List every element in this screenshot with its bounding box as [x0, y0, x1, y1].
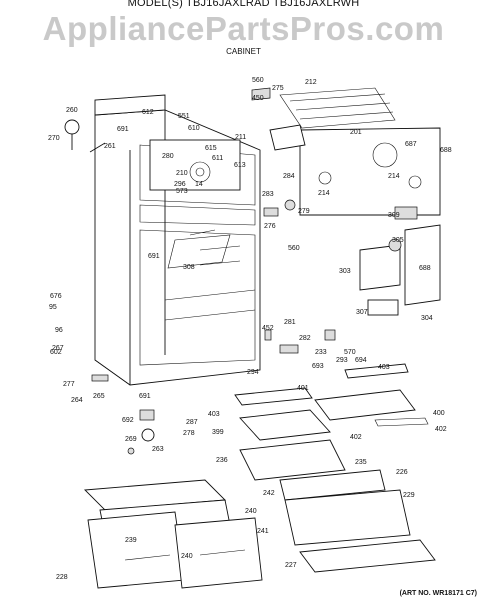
part-label-51: 693 [312, 363, 324, 370]
crisper-section [83, 479, 263, 589]
part-label-52: 294 [247, 369, 259, 376]
part-label-63: 692 [122, 417, 134, 424]
part-label-16: 14 [195, 181, 203, 188]
part-260 [64, 119, 80, 150]
part-label-38: 96 [55, 327, 63, 334]
part-label-8: 691 [117, 126, 129, 133]
part-label-61: 399 [212, 429, 224, 436]
part-label-46: 307 [356, 309, 368, 316]
part-label-64: 278 [183, 430, 195, 437]
part-label-10: 261 [104, 143, 116, 150]
part-label-2: 212 [305, 79, 317, 86]
part-label-4: 260 [66, 107, 78, 114]
part-label-45: 570 [344, 349, 356, 356]
part-label-26: 279 [298, 208, 310, 215]
part-label-76: 240 [181, 553, 193, 560]
panel-201 [299, 127, 441, 220]
part-label-42: 452 [262, 325, 274, 332]
duct-assembly [359, 224, 441, 316]
cabinet-shell [94, 94, 261, 386]
part-label-36: 676 [50, 293, 62, 300]
part-label-24: 214 [318, 190, 330, 197]
part-label-22: 573 [176, 188, 188, 195]
hinge-275 [251, 87, 271, 101]
part-label-34: 303 [339, 268, 351, 275]
shelf-212 [279, 87, 396, 129]
part-label-72: 229 [403, 492, 415, 499]
shelves [234, 363, 429, 441]
part-label-67: 263 [152, 446, 164, 453]
part-label-59: 400 [433, 410, 445, 417]
part-label-35: 688 [419, 265, 431, 272]
part-label-50: 293 [336, 357, 348, 364]
part-label-58: 403 [208, 411, 220, 418]
part-label-55: 265 [93, 393, 105, 400]
part-label-30: 560 [288, 245, 300, 252]
part-label-47: 304 [421, 315, 433, 322]
part-label-78: 227 [285, 562, 297, 569]
part-label-48: 694 [355, 357, 367, 364]
part-label-17: 280 [162, 153, 174, 160]
part-label-68: 236 [216, 457, 228, 464]
part-label-62: 402 [435, 426, 447, 433]
part-label-71: 242 [263, 490, 275, 497]
part-label-41: 281 [284, 319, 296, 326]
model-header: MODEL(S) TBJ16JAXLRAD TBJ16JAXLRWH [127, 0, 360, 9]
part-label-5: 612 [142, 109, 154, 116]
part-label-40: 602 [50, 349, 62, 356]
part-label-60: 287 [186, 419, 198, 426]
art-number: (ART NO. WR18171 C7) [399, 590, 477, 597]
part-number-labels: 560 275 212 450 260 612 551 270 691 610 261 201 615 2… [48, 77, 452, 581]
part-label-20: 210 [176, 170, 188, 177]
part-label-27: 283 [262, 191, 274, 198]
part-label-28: 309 [388, 212, 400, 219]
part-label-11: 201 [350, 129, 362, 136]
small-parts [91, 199, 336, 455]
part-label-19: 613 [234, 162, 246, 169]
part-label-7: 270 [48, 135, 60, 142]
part-label-39: 267 [52, 345, 64, 352]
part-label-23: 284 [283, 173, 295, 180]
part-label-74: 239 [125, 537, 137, 544]
part-label-1: 275 [272, 85, 284, 92]
part-label-49: 403 [378, 364, 390, 371]
part-label-3: 450 [252, 95, 264, 102]
part-label-32: 691 [148, 253, 160, 260]
part-label-6: 551 [178, 113, 190, 120]
part-label-31: 305 [392, 237, 404, 244]
part-label-53: 277 [63, 381, 75, 388]
part-label-18: 611 [212, 155, 223, 162]
part-label-33: 308 [183, 264, 195, 271]
part-label-75: 241 [257, 528, 269, 535]
part-label-69: 235 [355, 459, 367, 466]
part-label-65: 269 [125, 436, 137, 443]
part-label-44: 233 [315, 349, 327, 356]
part-label-70: 226 [396, 469, 408, 476]
part-label-43: 282 [299, 335, 311, 342]
part-label-77: 228 [56, 574, 68, 581]
part-label-14: 687 [405, 141, 417, 148]
part-261 [89, 142, 106, 153]
part-label-54: 264 [71, 397, 83, 404]
part-label-15: 688 [440, 147, 452, 154]
part-label-0: 560 [252, 77, 264, 84]
part-label-37: 95 [49, 304, 57, 311]
part-label-66: 402 [350, 434, 362, 441]
part-label-73: 240 [245, 508, 257, 515]
watermark: AppliancePartsPros.com [42, 10, 445, 47]
part-label-25: 214 [388, 173, 400, 180]
drawers [239, 439, 436, 573]
part-label-13: 211 [235, 134, 246, 141]
part-label-9: 610 [188, 125, 200, 132]
part-label-56: 691 [139, 393, 151, 400]
part-label-29: 276 [264, 223, 276, 230]
part-label-57: 401 [297, 385, 309, 392]
part-label-12: 615 [205, 145, 217, 152]
section-title: CABINET [226, 47, 261, 56]
drawer-cover-213 [269, 124, 306, 151]
part-label-21: 296 [174, 181, 186, 188]
